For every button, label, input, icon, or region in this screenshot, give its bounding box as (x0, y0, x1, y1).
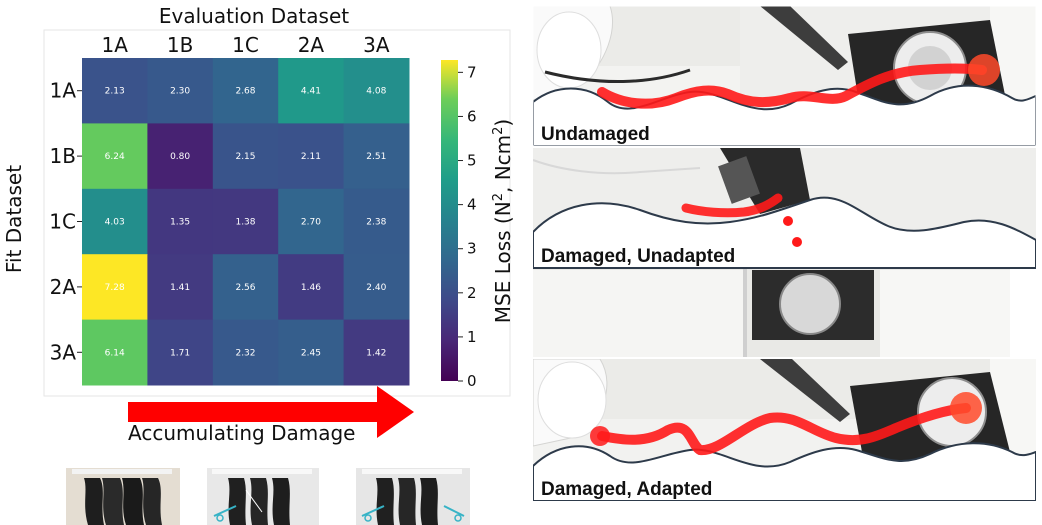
heatmap-cell (82, 254, 148, 321)
heatmap-title: Evaluation Dataset (159, 4, 349, 28)
heatmap-cell (82, 123, 148, 190)
cell-value-label: 6.14 (105, 348, 125, 358)
x-tick-label: 1A (101, 33, 128, 57)
heatmap-cell (212, 319, 279, 386)
cell-value-label: 2.32 (235, 348, 255, 358)
cell-value-label: 4.08 (366, 87, 386, 97)
colorbar-tick-label: 5 (467, 152, 477, 170)
heatmap-cell (212, 123, 279, 190)
x-tick-label: 1B (167, 33, 193, 57)
y-tick-label: 1B (50, 144, 76, 168)
colorbar-ticks: 0 1 2 3 4 5 6 7 (458, 63, 477, 390)
y-tick-label: 1C (49, 210, 76, 234)
photo-damaged-unadapted (533, 148, 1036, 357)
heatmap-cell (343, 188, 410, 255)
cell-value-label: 2.30 (170, 87, 190, 97)
heatmap-cell-labels: 2.13 2.30 2.68 4.41 4.08 6.24 0.80 2.15 2.11 2.51… (105, 87, 387, 359)
x-tick-label: 2A (298, 33, 325, 57)
cell-value-label: 7.28 (105, 283, 125, 293)
colorbar-tick-label: 7 (467, 63, 477, 81)
cell-value-label: 4.03 (105, 218, 125, 228)
cell-value-label: 1.41 (170, 283, 190, 293)
photo-undamaged-border (532, 5, 1037, 147)
heatmap-y-ticks: 1A 1B 1C 2A 3A (49, 79, 82, 364)
heatmap-cells (82, 58, 410, 386)
photo-undamaged (533, 6, 1036, 146)
y-tick-label: 1A (50, 79, 77, 103)
heatmap-cell (147, 254, 214, 321)
cell-value-label: 4.41 (301, 87, 321, 97)
colorbar-tick-label: 0 (467, 372, 477, 390)
cell-value-label: 6.24 (105, 152, 125, 162)
heatmap-frame (43, 29, 511, 397)
colorbar-tick-label: 4 (467, 196, 477, 214)
cell-value-label: 0.80 (170, 152, 190, 162)
hardware-photo-1 (66, 468, 180, 525)
caption-damaged-adapted: Damaged, Adapted (541, 479, 712, 500)
cell-value-label: 1.42 (366, 348, 386, 358)
photo-damaged-adapted (533, 359, 1036, 501)
cell-value-label: 2.70 (301, 218, 321, 228)
cell-value-label: 2.40 (366, 283, 386, 293)
cell-value-label: 2.68 (235, 87, 255, 97)
heatmap-cell (278, 254, 345, 321)
cell-value-label: 2.15 (235, 152, 255, 162)
y-axis-title: Fit Dataset (2, 165, 26, 273)
cell-value-label: 2.38 (366, 218, 386, 228)
heatmap-cell (278, 123, 345, 190)
cell-value-label: 1.38 (235, 218, 255, 228)
heatmap-cell (82, 58, 148, 124)
colorbar-tick-label: 3 (467, 240, 477, 258)
cell-value-label: 2.11 (301, 152, 321, 162)
cell-value-label: 1.71 (170, 348, 190, 358)
arrow-label: Accumulating Damage (128, 421, 356, 445)
cell-value-label: 2.13 (105, 87, 125, 97)
heatmap-cell (82, 319, 148, 386)
heatmap-cell (147, 58, 214, 124)
cell-value-label: 2.51 (366, 152, 386, 162)
heatmap-cell (278, 58, 345, 124)
heatmap-cell (343, 254, 410, 321)
heatmap-cell (212, 58, 279, 124)
heatmap-cell (147, 319, 214, 386)
x-tick-label: 1C (232, 33, 259, 57)
heatmap-cell (147, 123, 214, 190)
heatmap-cell (343, 58, 410, 124)
heatmap-cell (82, 188, 148, 255)
colorbar (441, 60, 458, 381)
cell-value-label: 2.45 (301, 348, 321, 358)
colorbar-tick-label: 6 (467, 107, 477, 125)
cell-value-label: 1.46 (301, 283, 321, 293)
colorbar-label: MSE Loss (N2, Ncm2) (491, 119, 515, 323)
heatmap-cell (343, 319, 410, 386)
y-tick-label: 2A (50, 275, 77, 299)
heatmap-cell (278, 188, 345, 255)
cell-value-label: 1.35 (170, 218, 190, 228)
heatmap-cell (147, 188, 214, 255)
heatmap-cell (212, 188, 279, 255)
cell-value-label: 2.56 (235, 283, 255, 293)
y-tick-label: 3A (50, 340, 77, 364)
caption-damaged-unadapted: Damaged, Unadapted (541, 246, 735, 267)
hardware-photo-2 (207, 468, 319, 525)
heatmap-cell (343, 123, 410, 190)
caption-undamaged: Undamaged (541, 124, 650, 145)
colorbar-tick-label: 2 (467, 284, 477, 302)
hardware-photo-3 (356, 468, 470, 525)
heatmap-cell (212, 254, 279, 321)
colorbar-tick-label: 1 (467, 328, 477, 346)
damage-arrow (128, 386, 414, 438)
heatmap-cell (278, 319, 345, 386)
heatmap-x-ticks: 1A 1B 1C 2A 3A (101, 33, 389, 57)
x-tick-label: 3A (363, 33, 390, 57)
